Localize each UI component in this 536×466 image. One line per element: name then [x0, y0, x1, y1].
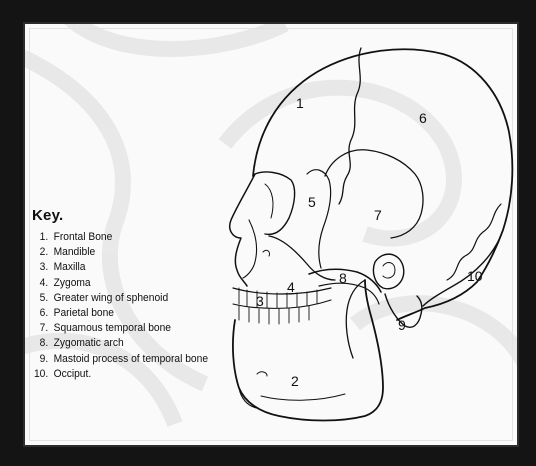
label-greater-wing-sphenoid: 5	[308, 194, 316, 210]
key-item: 8.Zygomatic arch	[32, 336, 212, 351]
key-item: 7.Squamous temporal bone	[32, 321, 212, 336]
key-item: 6.Parietal bone	[32, 306, 212, 321]
label-mandible: 2	[291, 373, 299, 389]
key-item: 2.Mandible	[32, 245, 212, 260]
label-mastoid-process: 9	[398, 317, 406, 333]
zygoma-outline	[269, 236, 335, 280]
key-item: 10.Occiput.	[32, 367, 212, 382]
mandible-inner-line	[261, 394, 345, 400]
upper-teeth	[233, 288, 331, 294]
upper-teeth-divisions	[239, 288, 317, 308]
label-parietal-bone: 6	[419, 110, 427, 126]
key-item: 3.Maxilla	[32, 260, 212, 275]
orbit-outline	[255, 172, 295, 234]
occipital-line	[423, 230, 503, 306]
label-frontal-bone: 1	[296, 95, 304, 111]
key-item: 4.Zygoma	[32, 276, 212, 291]
diagram-panel: 1 2 3 4 5 6 7 8 9 10 Key. 1.Frontal Bone…	[23, 22, 519, 447]
key-legend: Key. 1.Frontal Bone 2.Mandible 3.Maxilla…	[32, 207, 232, 382]
nasal-aperture	[243, 220, 257, 278]
bite-line	[233, 300, 331, 308]
label-maxilla: 3	[256, 293, 264, 309]
ear-canal	[373, 254, 403, 289]
orbit-inner	[265, 184, 273, 218]
mental-foramen	[257, 372, 267, 376]
key-item: 9.Mastoid process of temporal bone	[32, 352, 212, 367]
infraorbital-foramen	[263, 250, 270, 256]
label-occiput: 10	[467, 268, 483, 284]
coronal-suture	[339, 48, 361, 204]
label-zygomatic-arch: 8	[339, 270, 347, 286]
key-item: 5.Greater wing of sphenoid	[32, 291, 212, 306]
nasal-outline	[230, 174, 255, 286]
chin-line	[239, 388, 257, 408]
squamous-suture	[325, 150, 423, 238]
ear-canal-inner	[383, 263, 395, 278]
sphenoid-outline	[307, 170, 331, 268]
key-item: 1.Frontal Bone	[32, 230, 212, 245]
key-list: 1.Frontal Bone 2.Mandible 3.Maxilla 4.Zy…	[32, 230, 232, 382]
label-zygoma: 4	[287, 279, 295, 295]
watermark-swirl-2	[65, 24, 285, 49]
label-squamous-temporal-bone: 7	[374, 207, 382, 223]
key-title: Key.	[32, 207, 232, 224]
